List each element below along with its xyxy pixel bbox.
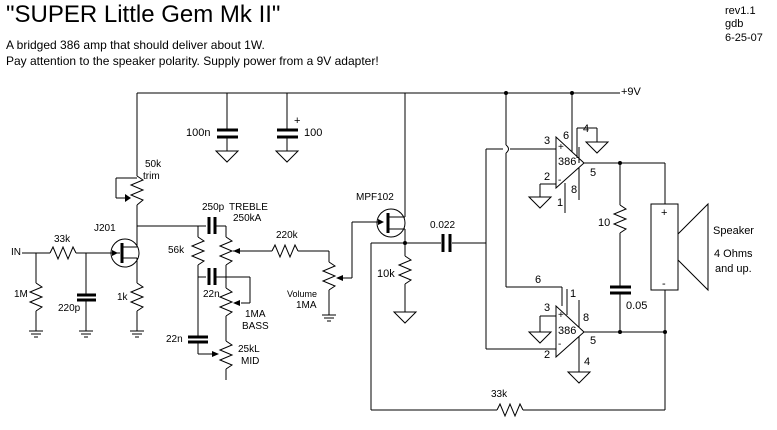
- ic2-pin5: 5: [590, 335, 597, 347]
- speaker-minus: -: [662, 278, 666, 290]
- label-r-220k: 220k: [276, 230, 298, 241]
- ic1-minus: -: [558, 175, 562, 186]
- speaker-symbol: [620, 162, 709, 332]
- ic2-pin1: 1: [570, 288, 577, 300]
- ic1-plus: +: [558, 142, 564, 153]
- label-r-10k: 10k: [377, 268, 395, 280]
- ic1-pin6: 6: [563, 130, 570, 142]
- label-mpf102: MPF102: [356, 192, 394, 203]
- label-pot-bass-value: 1MA: [245, 309, 266, 320]
- zobel-network: [610, 163, 631, 332]
- label-input: IN: [11, 247, 21, 258]
- input-stage: [22, 93, 200, 338]
- label-r-1m: 1M: [14, 289, 28, 300]
- ic2-label: 386: [558, 325, 577, 337]
- label-pot-mid: MID: [241, 356, 260, 367]
- ic2-plus: +: [558, 310, 564, 321]
- label-speaker-impedance: 4 Ohms: [714, 248, 753, 260]
- speaker-plus: +: [661, 207, 668, 219]
- label-c-100-plus: +: [294, 115, 301, 127]
- power-rail-9v: [137, 91, 620, 95]
- lm386-upper: [528, 127, 622, 213]
- label-pot-volume-value: 1MA: [296, 300, 317, 311]
- ic1-pin2: 2: [544, 171, 551, 183]
- label-r-56k: 56k: [168, 245, 185, 256]
- label-c-100n: 100n: [186, 127, 211, 139]
- label-r-10: 10: [598, 217, 611, 229]
- date-label: 6-25-07: [725, 32, 763, 44]
- label-volume: Volume: [287, 289, 318, 299]
- label-c-22n-mid: 22n: [166, 334, 183, 345]
- ic1-pin8: 8: [571, 184, 578, 196]
- label-c-220p: 220p: [58, 303, 81, 314]
- tone-stack: [188, 217, 380, 380]
- description-line-1: A bridged 386 amp that should deliver ab…: [6, 38, 265, 52]
- description-line-2: Pay attention to the speaker polarity. S…: [6, 54, 379, 68]
- schematic-title: "SUPER Little Gem Mk II": [6, 1, 281, 28]
- label-r-1k: 1k: [117, 292, 128, 303]
- buffer-stage: [370, 93, 486, 410]
- jfet-j201-symbol: [110, 238, 140, 268]
- label-c-250p: 250p: [202, 202, 225, 213]
- label-pot-bass: BASS: [242, 321, 269, 332]
- jfet-mpf102-symbol: [376, 208, 406, 238]
- ic2-pin4: 4: [584, 356, 591, 368]
- label-pot-treble: 250kA: [233, 213, 262, 224]
- lm386-lower: [528, 289, 667, 384]
- label-r-33k-input: 33k: [54, 234, 71, 245]
- label-speaker: Speaker: [713, 225, 754, 237]
- ic1-pin1: 1: [557, 197, 564, 209]
- label-r-33k-feedback: 33k: [491, 389, 508, 400]
- label-c-100: 100: [304, 127, 323, 139]
- bridge-wiring: [371, 93, 666, 418]
- label-c-22n-bass: 22n: [203, 289, 220, 300]
- revision-label: rev1.1: [725, 5, 756, 17]
- capacitor-100n: [215, 93, 239, 163]
- label-treble: TREBLE: [229, 202, 268, 213]
- ic2-pin2: 2: [544, 349, 551, 361]
- ic2-pin3: 3: [544, 302, 551, 314]
- label-trim: trim: [143, 171, 160, 182]
- label-c-0022: 0.022: [430, 220, 456, 231]
- capacitor-100uf: [275, 93, 299, 163]
- label-pot-mid-value: 25kL: [238, 344, 260, 355]
- ic1-pin4: 4: [583, 123, 590, 135]
- ic2-minus: -: [558, 339, 562, 350]
- label-j201: J201: [94, 223, 116, 234]
- label-9v: +9V: [621, 86, 641, 98]
- ic2-pin8: 8: [583, 312, 590, 324]
- author-label: gdb: [725, 18, 744, 30]
- label-trim-value: 50k: [145, 159, 162, 170]
- label-speaker-note: and up.: [715, 263, 752, 275]
- ic1-label: 386: [558, 156, 577, 168]
- ic1-pin3: 3: [544, 135, 551, 147]
- ic2-pin6: 6: [535, 274, 542, 286]
- ic1-pin5: 5: [590, 167, 597, 179]
- label-c-005: 0.05: [626, 300, 648, 312]
